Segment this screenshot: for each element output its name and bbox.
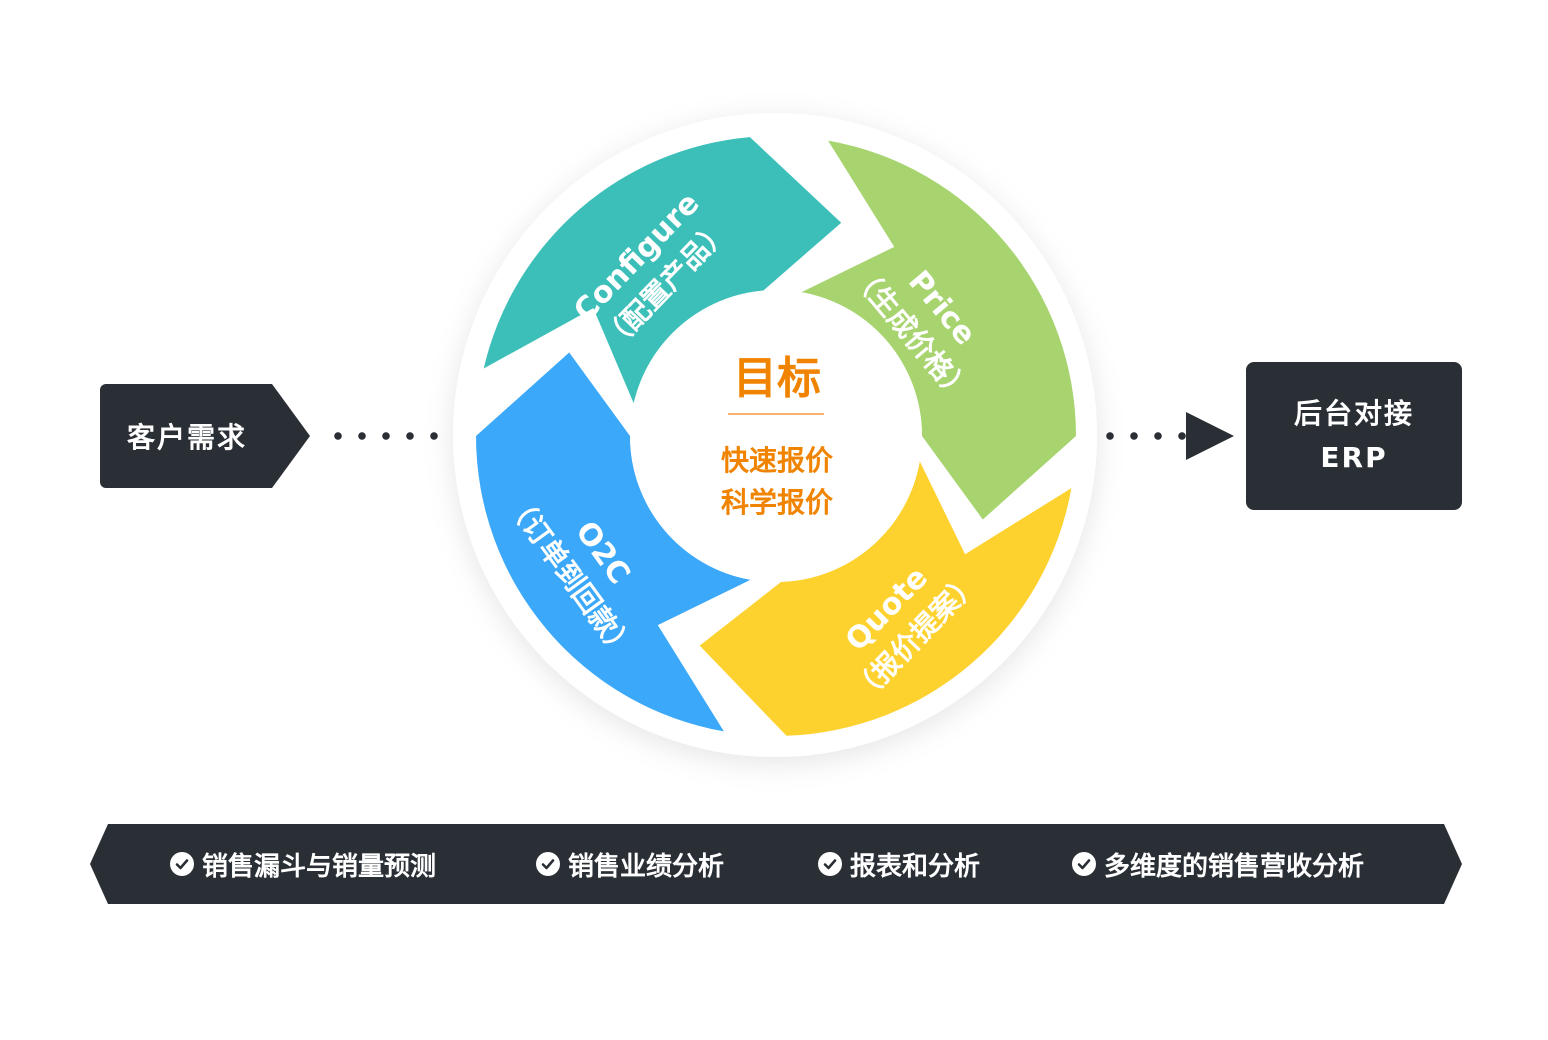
feature-label: 报表和分析 xyxy=(850,851,981,882)
erp-label-line2: ERP xyxy=(1320,441,1388,474)
check-circle-icon xyxy=(818,852,842,876)
check-circle-icon xyxy=(170,852,194,876)
customer-demand-label: 客户需求 xyxy=(126,421,247,454)
erp-integration-box: 后台对接 ERP xyxy=(1246,362,1462,510)
segment-configure xyxy=(483,137,842,404)
feature-item: 报表和分析 xyxy=(818,824,980,904)
output-connector-dots xyxy=(1098,432,1194,440)
center-goal-title: 目标 xyxy=(733,353,821,404)
center-goal-line1: 快速报价 xyxy=(721,444,834,477)
cycle-segments xyxy=(476,137,1076,736)
feature-label: 销售业绩分析 xyxy=(568,851,725,882)
input-connector-dots xyxy=(326,432,466,440)
feature-label: 多维度的销售营收分析 xyxy=(1104,851,1365,882)
check-circle-icon xyxy=(1072,852,1096,876)
segment-o2c xyxy=(476,352,751,732)
feature-item: 多维度的销售营收分析 xyxy=(1072,824,1364,904)
center-goal-circle xyxy=(630,290,922,582)
customer-demand-box: 客户需求 xyxy=(100,384,310,488)
erp-label-line1: 后台对接 xyxy=(1293,397,1414,430)
center-goal-line2: 科学报价 xyxy=(721,486,834,519)
feature-item: 销售业绩分析 xyxy=(536,824,724,904)
features-bar: 销售漏斗与销量预测 销售业绩分析 报表和分析 多维度的销售营收分析 xyxy=(90,824,1462,904)
check-circle-icon xyxy=(536,852,560,876)
feature-label: 销售漏斗与销量预测 xyxy=(202,851,437,882)
segment-price xyxy=(801,140,1076,520)
segment-quote xyxy=(699,461,1072,736)
arrow-right-icon xyxy=(1186,412,1234,460)
feature-item: 销售漏斗与销量预测 xyxy=(170,824,436,904)
